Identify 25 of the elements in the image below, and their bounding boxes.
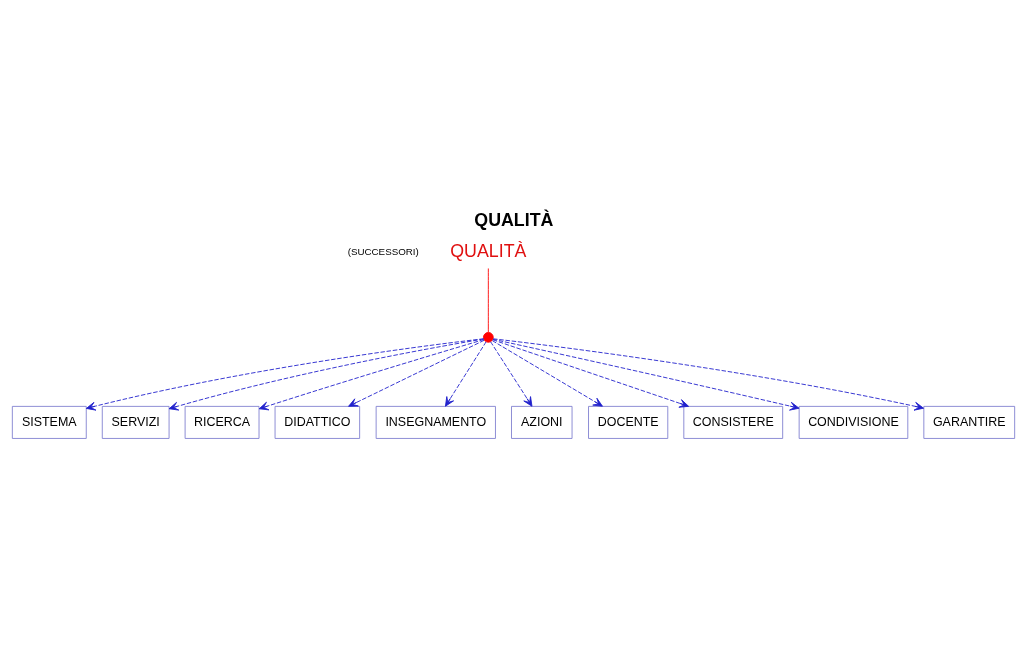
arrow xyxy=(445,341,487,407)
node-box: CONSISTERE xyxy=(683,405,784,439)
arrow xyxy=(348,339,485,407)
arrow xyxy=(168,338,484,411)
node-box: RICERCA xyxy=(184,405,260,439)
arrow xyxy=(492,338,924,411)
node-box: SISTEMA xyxy=(11,405,87,439)
arrow xyxy=(258,339,485,411)
node-box: DOCENTE xyxy=(588,405,669,439)
arrow xyxy=(85,338,485,411)
node-box: INSEGNAMENTO xyxy=(375,405,496,439)
node-box: GARANTIRE xyxy=(923,405,1016,439)
node-box: AZIONI xyxy=(511,405,573,439)
node-text: QUALITÀ xyxy=(450,240,527,261)
arrow xyxy=(490,341,533,407)
arrow xyxy=(492,338,800,411)
arrow xyxy=(492,339,690,408)
diagram-title: QUALITÀ xyxy=(474,210,554,231)
node-box: CONDIVISIONE xyxy=(798,405,909,439)
connector xyxy=(487,268,489,333)
node-box: DIDATTICO xyxy=(274,405,361,439)
node-circle xyxy=(483,332,494,343)
node-box: SERVIZI xyxy=(101,405,170,439)
label: (SUCCESSORI) xyxy=(347,245,419,257)
arrow xyxy=(491,340,603,407)
